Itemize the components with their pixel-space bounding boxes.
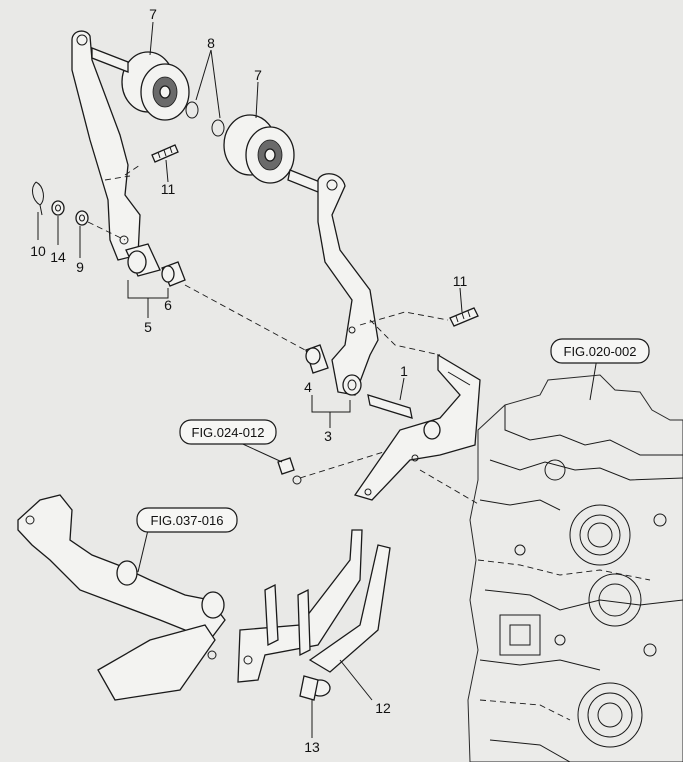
callout-9: 9 (76, 259, 84, 275)
washer-14 (51, 200, 65, 216)
snap-rings-8 (185, 49, 225, 137)
guide-plate-12 (237, 529, 391, 683)
callout-4: 4 (304, 379, 312, 395)
fig020-ref[interactable]: FIG.020-002 (550, 338, 650, 364)
fig020-ref-label: FIG.020-002 (564, 344, 637, 359)
callout-labels: 7 8 7 11 10 14 9 6 5 11 1 4 3 12 13 (30, 6, 467, 755)
pulley-7-upper (91, 47, 190, 121)
callout-14: 14 (50, 249, 66, 265)
callout-7-lower: 7 (254, 67, 262, 83)
callout-5: 5 (144, 319, 152, 335)
r-pin-10 (32, 181, 44, 216)
callout-6: 6 (164, 297, 172, 313)
callout-11-lower: 11 (453, 273, 468, 289)
callout-10: 10 (30, 243, 46, 259)
spring-pin-11-lower (449, 307, 479, 327)
callout-7-upper: 7 (149, 6, 157, 22)
pulley-7-lower (223, 114, 321, 193)
bushing-5 (125, 243, 161, 277)
transmission-housing (467, 374, 683, 762)
callout-11-upper: 11 (161, 181, 176, 197)
bushing-4 (305, 344, 329, 374)
upper-lever-left (71, 30, 141, 261)
fig024-ref[interactable]: FIG.024-012 (179, 419, 277, 445)
pedal-linkage (17, 494, 226, 701)
spring-pin-11-upper (151, 144, 179, 163)
assembly-centerlines (87, 164, 481, 506)
fig024-ref-label: FIG.024-012 (192, 425, 265, 440)
upper-lever-right (317, 173, 379, 396)
leader-lines (37, 21, 599, 738)
fig037-ref-label: FIG.037-016 (151, 513, 224, 528)
fig037-ref[interactable]: FIG.037-016 (136, 507, 238, 533)
callout-8: 8 (207, 35, 215, 51)
washer-9 (75, 210, 89, 226)
callout-13: 13 (304, 739, 320, 755)
callout-12: 12 (375, 700, 391, 716)
shaft-bracket-1 (353, 353, 481, 501)
bushing-near-lever (342, 374, 362, 396)
bolt-13 (299, 675, 331, 701)
callout-3: 3 (324, 428, 332, 444)
callout-1: 1 (400, 363, 408, 379)
bushing-6 (161, 261, 186, 287)
